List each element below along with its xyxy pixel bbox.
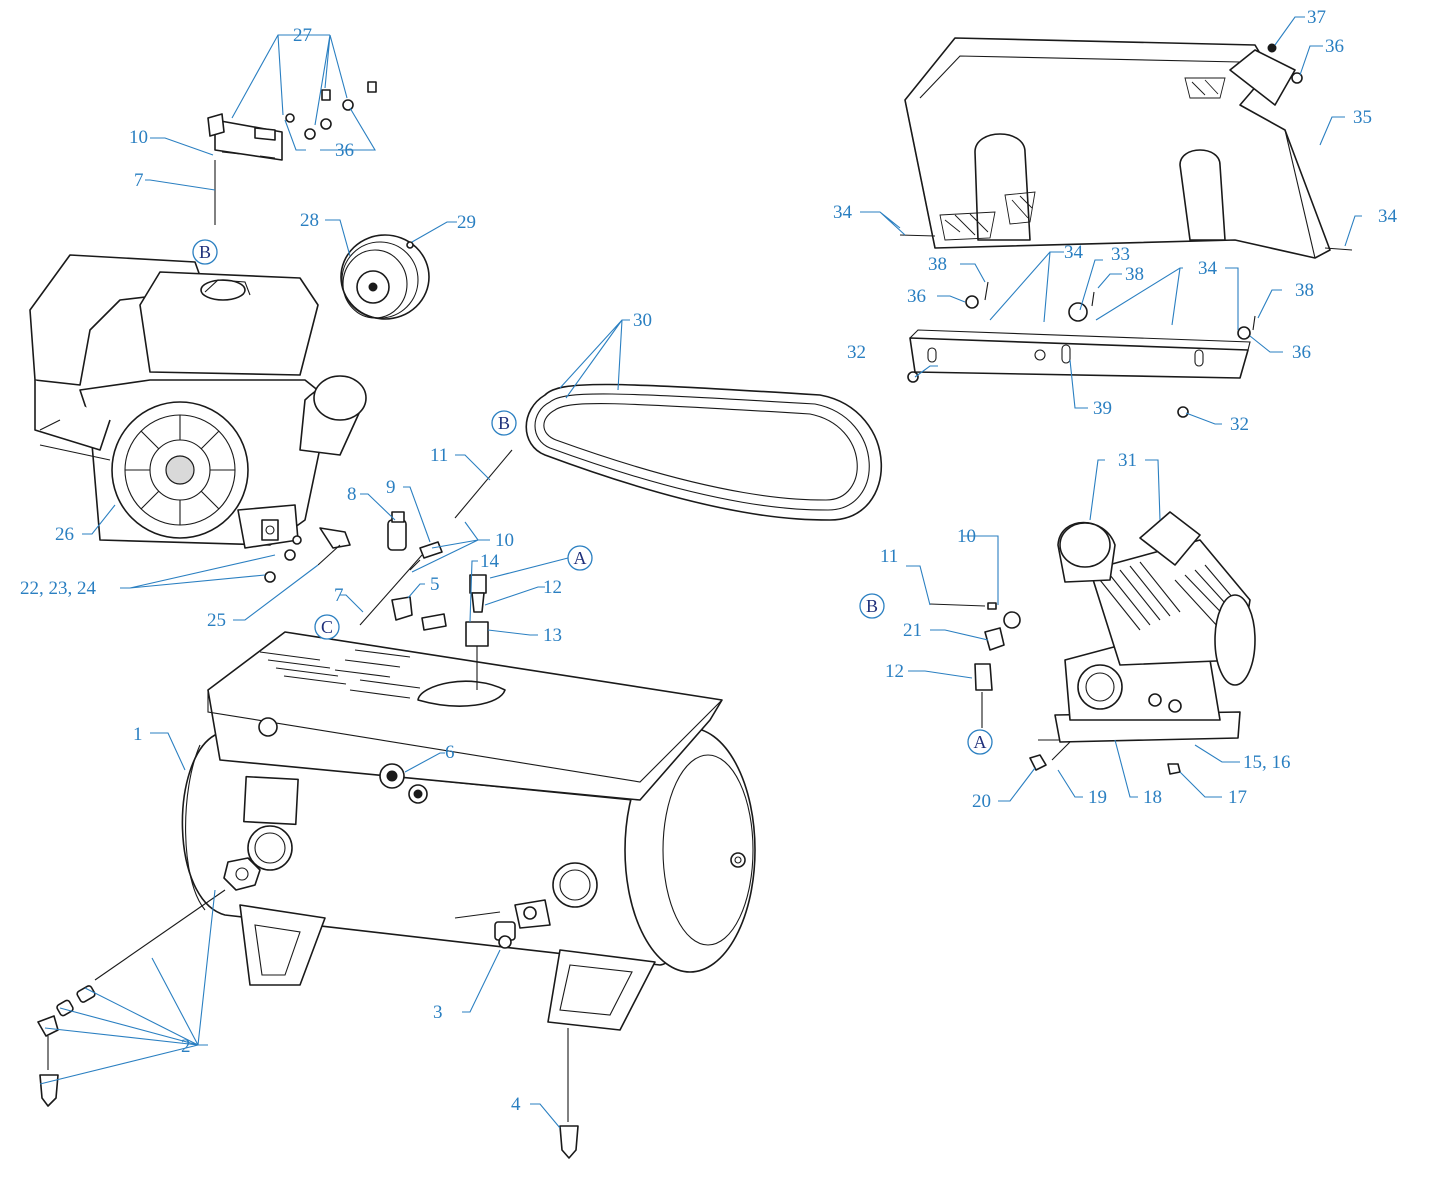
callout-17: 17 (1228, 787, 1247, 808)
callout-38-left: 38 (928, 254, 947, 275)
callout-36-guard: 36 (1325, 36, 1344, 57)
callout-29: 29 (457, 212, 476, 233)
callout-12-pump: 12 (885, 661, 904, 682)
callout-10-top: 10 (129, 127, 148, 148)
callout-20: 20 (972, 791, 991, 812)
callout-6: 6 (445, 742, 455, 763)
connector-b-line-label: B (498, 413, 510, 433)
callout-32-left: 32 (847, 342, 866, 363)
connector-a-pump: A (967, 729, 993, 755)
callout-38-mid: 38 (1125, 264, 1144, 285)
pump-fittings (929, 602, 1181, 775)
callout-2: 2 (181, 1036, 191, 1057)
belt-guard (899, 37, 1353, 259)
callout-27: 27 (293, 25, 312, 46)
callout-39: 39 (1093, 398, 1112, 419)
callout-15-16: 15, 16 (1243, 752, 1291, 773)
engine-mount-hardware (264, 527, 351, 583)
fan-fins (125, 415, 235, 525)
callout-11-mid: 11 (430, 445, 448, 466)
callout-7-top: 7 (134, 170, 144, 191)
callout-36-top: 36 (335, 140, 354, 161)
callout-36-bracket-right: 36 (1292, 342, 1311, 363)
callout-34-right: 34 (1198, 258, 1218, 279)
connector-b-pump-label: B (866, 596, 878, 616)
callout-38-right: 38 (1295, 280, 1314, 301)
callout-30: 30 (633, 310, 652, 331)
callout-5: 5 (430, 574, 440, 595)
callout-4: 4 (511, 1094, 521, 1115)
callout-13: 13 (543, 625, 562, 646)
unloader-lines (359, 449, 513, 626)
callout-12-top: 12 (543, 577, 562, 598)
callout-28: 28 (300, 210, 319, 231)
callout-14: 14 (480, 551, 500, 572)
connector-b-engine-label: B (199, 242, 211, 262)
connector-b-pump: B (859, 593, 885, 619)
callout-36-bracket-left: 36 (907, 286, 926, 307)
callout-1: 1 (133, 724, 143, 745)
callout-35: 35 (1353, 107, 1372, 128)
callout-21: 21 (903, 620, 922, 641)
guard-bracket (907, 281, 1256, 418)
compressor-pump (1003, 511, 1256, 743)
callout-34-far-right: 34 (1378, 206, 1398, 227)
gas-engine (29, 254, 367, 549)
remote-drain (559, 1028, 579, 1159)
callout-33: 33 (1111, 244, 1130, 265)
guard-mesh (939, 77, 1226, 241)
connector-b-line: B (491, 410, 517, 436)
connector-c-line: C (314, 614, 340, 640)
drain-valve (454, 899, 551, 949)
connector-b-engine: B (192, 239, 218, 265)
tank-fittings (391, 574, 489, 690)
connector-a-pump-label: A (974, 732, 987, 752)
callout-19: 19 (1088, 787, 1107, 808)
callout-10-pump: 10 (957, 526, 976, 547)
connector-a-top-label: A (574, 548, 587, 568)
callout-18: 18 (1143, 787, 1162, 808)
callout-7-lower: 7 (334, 585, 344, 606)
connector-a-top: A (489, 545, 593, 579)
callout-10-mid: 10 (495, 530, 514, 551)
cylinder-fins (1099, 561, 1251, 641)
platform-vents (259, 649, 421, 699)
callout-22-23-24: 22, 23, 24 (20, 578, 97, 599)
callout-3: 3 (433, 1002, 443, 1023)
callout-9: 9 (386, 477, 396, 498)
callout-labels: 1 2 3 4 5 6 7 7 8 9 10 10 10 11 11 12 12… (20, 7, 1398, 1115)
callout-26: 26 (55, 524, 74, 545)
connector-c-line-label: C (321, 617, 333, 637)
pulley (340, 234, 430, 320)
callout-34-left: 34 (833, 202, 853, 223)
air-tank (181, 631, 756, 1031)
check-valve (379, 763, 428, 804)
callout-25: 25 (207, 610, 226, 631)
v-belt (525, 383, 883, 521)
callout-leaders (39, 16, 1362, 1129)
callout-32-right: 32 (1230, 414, 1249, 435)
callout-37: 37 (1307, 7, 1326, 28)
callout-31: 31 (1118, 450, 1137, 471)
callout-8: 8 (347, 484, 357, 505)
callout-34-mid: 34 (1064, 242, 1084, 263)
callout-11-pump: 11 (880, 546, 898, 567)
pressure-switch-bracket (207, 81, 377, 225)
